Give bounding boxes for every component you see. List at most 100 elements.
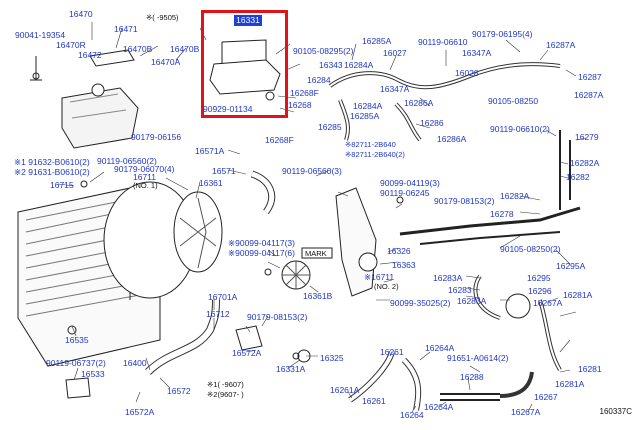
part-label-16282a-2[interactable]: 16282A [500,191,530,201]
part-label-82711-2b640-2[interactable]: ※82711-2B640(2) [345,150,405,159]
highlighted-part-label[interactable]: 16331 [234,15,262,26]
part-label-90099-04117-6[interactable]: ※90099-04117(6) [228,248,295,258]
part-label-16284a-2[interactable]: 16284A [353,101,383,111]
part-label-90099-04119[interactable]: 90099-04119(3) [380,178,440,188]
part-label-90099-04117[interactable]: ※90099-04117(3) [228,238,295,248]
part-label-16325[interactable]: 16325 [320,353,344,363]
part-label-16715[interactable]: 16715 [50,180,74,190]
mark-label: MARK [305,249,327,258]
part-label-16027[interactable]: 16027 [383,48,407,58]
part-label-16267a[interactable]: 16267A [533,298,563,308]
part-label-16286a-2[interactable]: 16286A [437,134,467,144]
part-label-16470a[interactable]: 16470A [151,57,181,67]
part-label-16470b-2[interactable]: 16470B [170,44,200,54]
part-label-16286[interactable]: 16286 [420,118,444,128]
part-label-16400[interactable]: 16400 [123,358,147,368]
part-label-16285[interactable]: 16285 [318,122,342,132]
part-label-16295[interactable]: 16295 [527,273,551,283]
part-label-90929-01134[interactable]: 90929-01134 [203,104,253,114]
part-label-90105-08250[interactable]: 90105-08250 [488,96,539,106]
part-label-16285a[interactable]: 16285A [362,36,392,46]
note-9607-b: ※2(9607- ) [207,390,244,399]
part-label-16286a[interactable]: 16286A [404,98,434,108]
part-label-16296[interactable]: 16296 [528,286,552,296]
part-label-16261-2[interactable]: 16261 [362,396,386,406]
part-label-16281[interactable]: 16281 [578,364,602,374]
part-label-90179-06156[interactable]: 90179-06156 [131,132,182,142]
part-label-16261[interactable]: 16261 [380,347,404,357]
part-label-90119-06560-3[interactable]: 90119-06560(3) [282,166,342,176]
part-label-16711[interactable]: 16711 [133,172,157,182]
part-label-82711-2b640[interactable]: ※82711-2B640 [345,140,396,149]
part-label-90119-06560[interactable]: 90119-06560(2) [97,156,157,166]
part-label-16264[interactable]: 16264 [400,410,424,420]
part-label-16264a-2[interactable]: 16264A [424,402,454,412]
part-label-16331a[interactable]: 16331A [276,364,306,374]
part-label-16347a-2[interactable]: 16347A [380,84,410,94]
part-label-16361b[interactable]: 16361B [303,291,333,301]
part-label-90119-06610[interactable]: 90119-06610 [418,37,468,47]
part-label-16028[interactable]: 16028 [455,68,479,78]
part-label-16283a[interactable]: 16283A [433,273,463,283]
part-label-90119-06737[interactable]: 90119-06737(2) [46,358,106,368]
part-label-16281a-2[interactable]: 16281A [555,379,585,389]
part-label-16572a[interactable]: 16572A [232,348,262,358]
part-label-16295a[interactable]: 16295A [556,261,586,271]
part-label-90179-06070[interactable]: 90179-06070(4) [114,164,175,174]
part-label-16284[interactable]: 16284 [307,75,331,85]
part-label-16571[interactable]: 16571 [212,166,236,176]
part-label-16282[interactable]: 16282 [566,172,590,182]
part-label-16288[interactable]: 16288 [460,372,484,382]
part-label-16470[interactable]: 16470 [69,9,93,19]
part-label-16572[interactable]: 16572 [167,386,191,396]
part-label-16471[interactable]: 16471 [114,24,138,34]
part-label-16326[interactable]: 16326 [387,246,411,256]
part-label-16343[interactable]: 16343 [319,60,343,70]
part-label-16363[interactable]: 16363 [392,260,416,270]
part-label-16347a[interactable]: 16347A [462,48,492,58]
part-label-16287[interactable]: 16287 [578,72,602,82]
part-label-16701a[interactable]: 16701A [208,292,238,302]
part-label-16268f-2[interactable]: 16268F [265,135,294,145]
part-label-16470b[interactable]: 16470B [123,44,153,54]
part-label-16268f[interactable]: 16268F [290,88,319,98]
part-label-16268[interactable]: 16268 [288,100,312,110]
part-label-16281a[interactable]: 16281A [563,290,593,300]
part-label-90119-06610-2[interactable]: 90119-06610(2) [490,124,550,134]
part-label-16267[interactable]: 16267 [534,392,558,402]
part-label-16287a-2[interactable]: 16287A [574,90,604,100]
part-label-90041-19354[interactable]: 90041-19354 [15,30,66,40]
part-label-91631-b0610[interactable]: ※2 91631-B0610(2) [14,167,90,177]
part-label-16533[interactable]: 16533 [81,369,105,379]
part-label-90179-06195[interactable]: 90179-06195(4) [472,29,533,39]
part-label-16283[interactable]: 16283 [448,285,472,295]
part-label-16282a[interactable]: 16282A [570,158,600,168]
part-label-16572a-2[interactable]: 16572A [125,407,155,417]
part-label-16285a-2[interactable]: 16285A [350,111,380,121]
part-label-16279[interactable]: 16279 [575,132,599,142]
part-label-16470r[interactable]: 16470R [56,40,86,50]
part-label-16284a[interactable]: 16284A [344,60,374,70]
part-label-90105-08250-2[interactable]: 90105-08250(2) [500,244,561,254]
part-label-16571a[interactable]: 16571A [195,146,225,156]
part-label-90119-06245[interactable]: 90119-06245 [380,188,430,198]
part-label-16287a[interactable]: 16287A [546,40,576,50]
part-label-91632-b0610[interactable]: ※1 91632-B0610(2) [14,157,90,167]
part-label-16711-no2[interactable]: ※16711 [364,272,395,282]
part-label-16278[interactable]: 16278 [490,209,514,219]
part-label-16283a-2[interactable]: 16283A [457,296,487,306]
part-label-16535[interactable]: 16535 [65,335,89,345]
part-label-16261a[interactable]: 16261A [330,385,360,395]
part-label-90099-35025[interactable]: 90099-35025(2) [390,298,451,308]
part-label-90179-08153[interactable]: 90179-08153(2) [247,312,308,322]
part-label-16267a-2[interactable]: 16267A [511,407,541,417]
part-label-16361[interactable]: 16361 [199,178,223,188]
highlight-frame [201,10,288,118]
part-label-16712[interactable]: 16712 [206,309,230,319]
part-label-16264a[interactable]: 16264A [425,343,455,353]
part-label-91651-a0614[interactable]: 91651-A0614(2) [447,353,509,363]
note-9607-a: ※1( -9607) [207,380,244,389]
part-label-90105-08295[interactable]: 90105-08295(2) [293,46,354,56]
part-label-16472[interactable]: 16472 [78,50,102,60]
part-label-90179-08153a[interactable]: 90179-08153(2) [434,196,495,206]
